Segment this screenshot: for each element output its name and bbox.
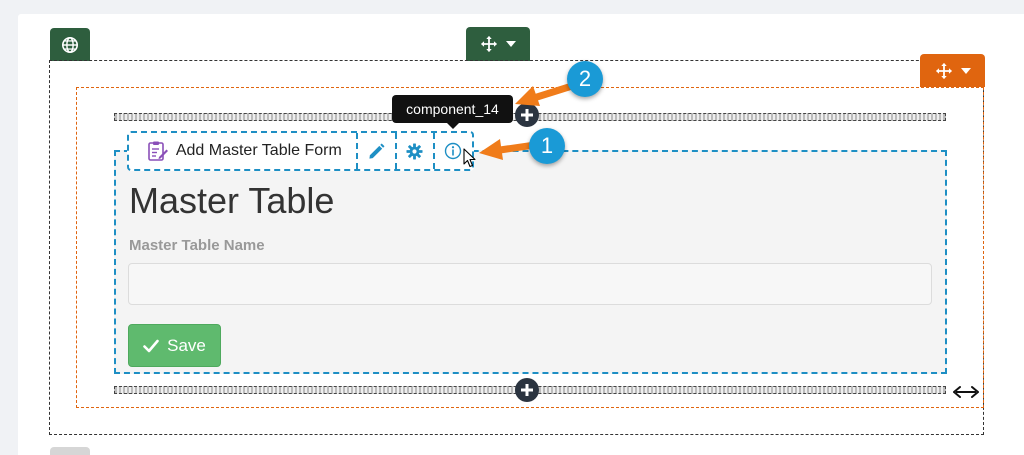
component-name-label: Add Master Table Form — [175, 142, 342, 159]
edit-component-button[interactable] — [355, 133, 395, 169]
add-component-top-button[interactable] — [515, 103, 539, 127]
save-button[interactable]: Save — [128, 324, 221, 367]
form-edit-icon — [148, 141, 168, 161]
gear-icon — [406, 142, 423, 160]
annotation-badge-2: 2 — [567, 61, 603, 97]
horizontal-resize-icon — [953, 386, 979, 398]
plus-icon — [521, 109, 533, 121]
component-toolbar: Add Master Table Form — [127, 131, 474, 171]
move-icon — [480, 35, 498, 53]
next-section-tab[interactable] — [50, 447, 90, 455]
form-component: Master Table Master Table Name Save — [114, 150, 947, 374]
component-id-tooltip: component_14 — [392, 95, 513, 129]
page-settings-tab[interactable] — [50, 28, 90, 61]
form-title: Master Table — [129, 180, 335, 221]
check-icon — [143, 339, 159, 352]
save-button-label: Save — [167, 335, 206, 355]
master-table-name-input[interactable] — [128, 263, 932, 305]
section-move-tab[interactable] — [466, 27, 530, 61]
component-name-segment[interactable]: Add Master Table Form — [129, 133, 356, 169]
move-icon — [935, 62, 952, 79]
plus-icon — [521, 384, 533, 396]
component-settings-button[interactable] — [394, 133, 433, 169]
row-container — [76, 87, 984, 408]
column-resize-handle[interactable] — [950, 378, 982, 406]
row-move-tab[interactable] — [920, 54, 985, 87]
component-info-button[interactable] — [432, 133, 472, 169]
field-label: Master Table Name — [129, 237, 265, 254]
info-icon — [445, 142, 462, 160]
mouse-cursor-icon — [463, 148, 476, 168]
caret-down-icon — [506, 41, 516, 47]
annotation-badge-1: 1 — [529, 128, 565, 164]
add-component-bottom-button[interactable] — [515, 378, 539, 402]
pencil-icon — [369, 142, 385, 159]
globe-icon — [61, 36, 79, 53]
annotation-arrow — [515, 82, 576, 106]
caret-down-icon — [960, 67, 971, 74]
